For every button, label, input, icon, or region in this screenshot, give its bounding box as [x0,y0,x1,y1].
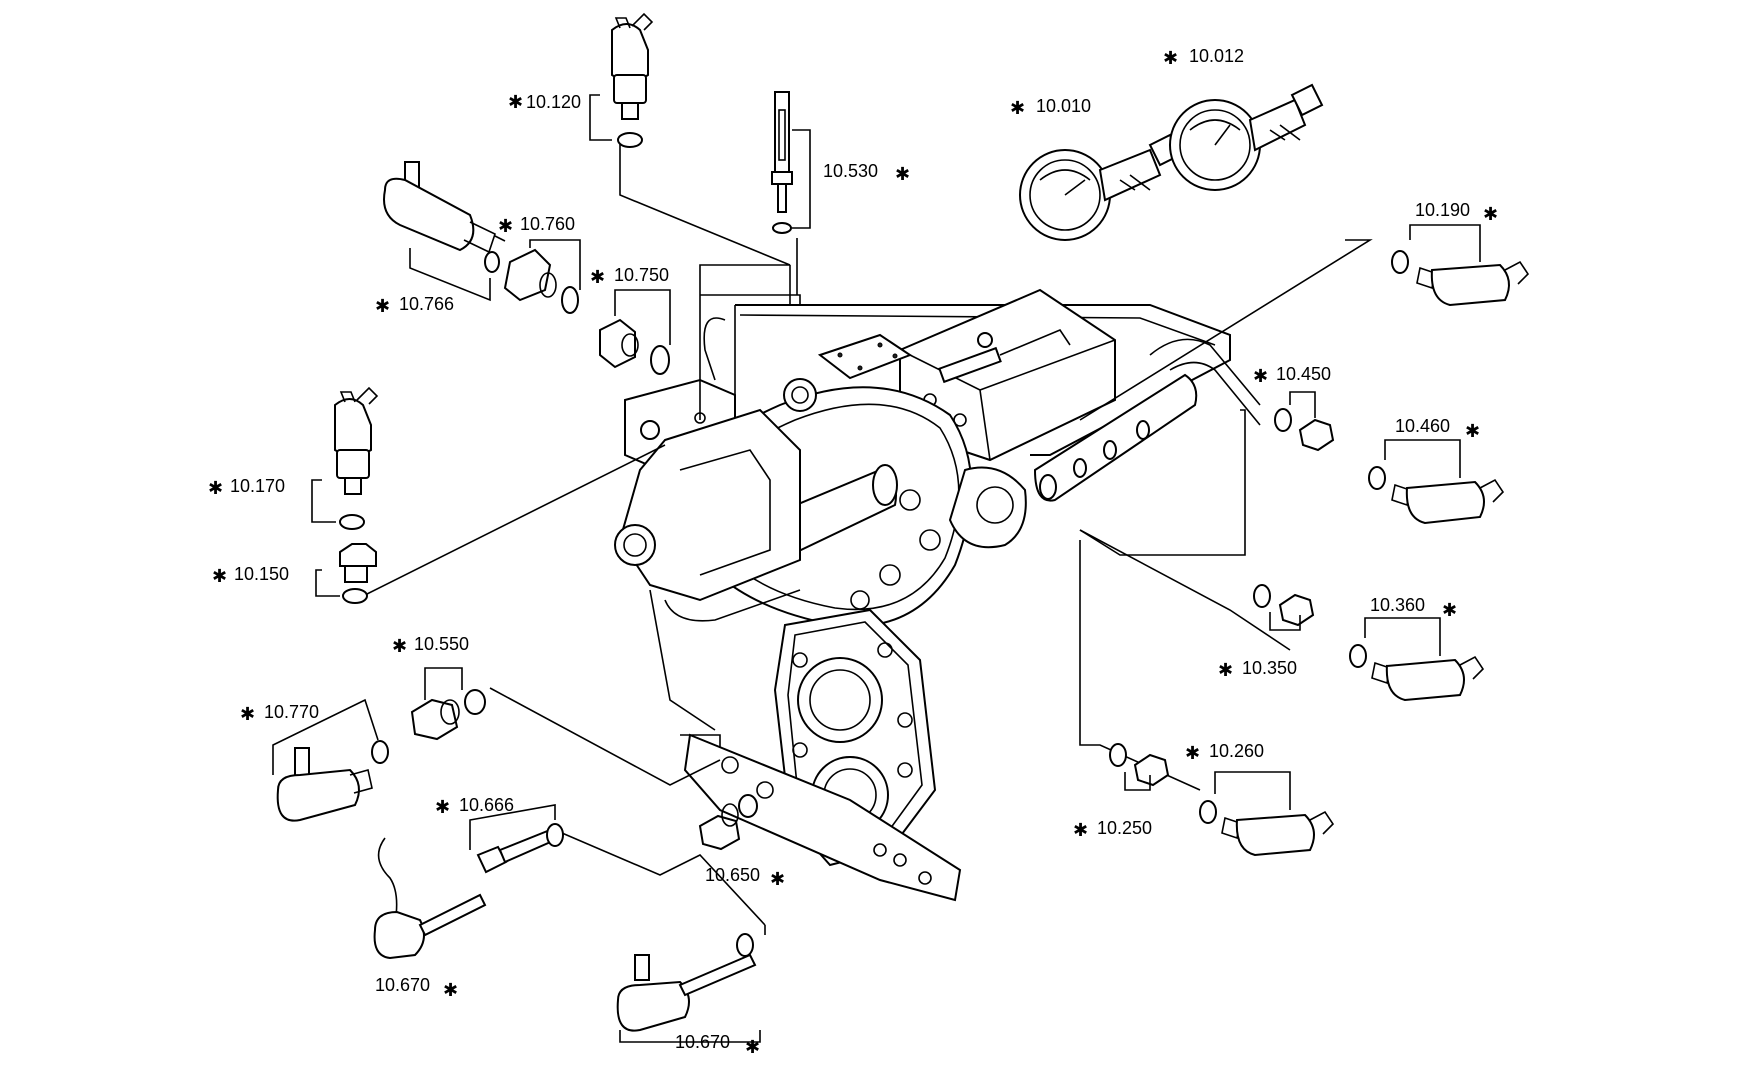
callout-10120: ✱ 10.120 [508,92,581,112]
asterisk-marker: ✱ [1218,660,1233,680]
callout-10350: ✱ 10.350 [1218,658,1297,680]
asterisk-marker: ✱ [1073,820,1088,840]
callout-number: 10.170 [230,476,285,496]
asterisk-marker: ✱ [375,296,390,316]
asterisk-marker: ✱ [1442,600,1457,620]
callout-10670-bottom: 10.670 ✱ [675,1032,760,1057]
callout-10666: ✱ 10.666 [435,795,514,817]
callout-number: 10.010 [1036,96,1091,116]
callout-10770: ✱ 10.770 [240,702,319,724]
callout-number: 10.550 [414,634,469,654]
callout-10450: ✱ 10.450 [1253,364,1331,386]
asterisk-marker: ✱ [1465,421,1480,441]
callout-number: 10.770 [264,702,319,722]
callout-number: 10.250 [1097,818,1152,838]
callout-number: 10.190 [1415,200,1470,220]
callout-labels: ✱ 10.120 10.530 ✱ ✱ 10.010 ✱ 10.012 10.1… [208,46,1498,1057]
part-10530-sensor [771,91,811,234]
part-10250-plug [1109,743,1170,791]
callout-number: 10.666 [459,795,514,815]
callout-number: 10.530 [823,161,878,181]
asterisk-marker: ✱ [240,704,255,724]
callout-10650: 10.650 ✱ [705,865,785,889]
callout-number: 10.450 [1276,364,1331,384]
asterisk-marker: ✱ [745,1037,760,1057]
callout-number: 10.260 [1209,741,1264,761]
callout-10460: 10.460 ✱ [1395,416,1480,441]
callout-10260: ✱ 10.260 [1185,741,1264,763]
callout-number: 10.120 [526,92,581,112]
callout-10190: 10.190 ✱ [1415,200,1498,224]
callout-number: 10.670 [375,975,430,995]
part-10350-plug [1253,584,1315,631]
part-10670-probe-bottom [616,925,766,1043]
callout-10550: ✱ 10.550 [392,634,469,656]
part-10770-valve [272,698,389,822]
part-10260-valve [1199,771,1335,857]
callout-10010: ✱ 10.010 [1010,96,1091,118]
asterisk-marker: ✱ [392,636,407,656]
asterisk-marker: ✱ [1253,366,1268,386]
callout-10150: ✱ 10.150 [212,564,289,586]
asterisk-marker: ✱ [770,869,785,889]
asterisk-marker: ✱ [508,92,523,112]
asterisk-marker: ✱ [590,267,605,287]
callout-number: 10.650 [705,865,760,885]
callout-10750: ✱ 10.750 [590,265,669,287]
part-10760-plug [503,239,581,314]
callout-number: 10.670 [675,1032,730,1052]
callout-number: 10.150 [234,564,289,584]
part-10010-gauge [1019,133,1182,241]
part-10766-valve [383,161,506,302]
callout-10760: ✱ 10.760 [498,214,575,236]
part-10190-valve [1391,224,1530,307]
callout-number: 10.460 [1395,416,1450,436]
part-10360-valve [1349,617,1485,702]
part-10650-plug [698,794,758,851]
part-10666-shaft [469,804,564,874]
callout-number: 10.360 [1370,595,1425,615]
asterisk-marker: ✱ [443,980,458,1000]
part-10120-valve [589,12,654,148]
callout-number: 10.350 [1242,658,1297,678]
part-10550-plug [410,667,486,741]
asterisk-marker: ✱ [895,164,910,184]
callout-number: 10.750 [614,265,669,285]
callout-number: 10.012 [1189,46,1244,66]
asterisk-marker: ✱ [1185,743,1200,763]
part-10460-valve [1368,439,1505,525]
callout-number: 10.766 [399,294,454,314]
callout-10530: 10.530 ✱ [823,161,910,184]
callout-10012: ✱ 10.012 [1163,46,1244,68]
callout-10250: ✱ 10.250 [1073,818,1152,840]
transmission-housing [614,288,1261,902]
part-10170-valve [311,386,379,530]
asterisk-marker: ✱ [1163,48,1178,68]
callout-10766: ✱ 10.766 [375,294,454,316]
asterisk-marker: ✱ [1010,98,1025,118]
asterisk-marker: ✱ [435,797,450,817]
part-10450-plug [1274,391,1335,452]
callout-number: 10.760 [520,214,575,234]
part-10012-gauge [1169,83,1324,191]
callout-10670-left: 10.670 ✱ [375,975,458,1000]
asterisk-marker: ✱ [498,216,513,236]
asterisk-marker: ✱ [212,566,227,586]
part-10670-probe-left [373,837,487,960]
callout-10360: 10.360 ✱ [1370,595,1457,620]
part-10750-plug [599,289,671,375]
asterisk-marker: ✱ [208,478,223,498]
callout-10170: ✱ 10.170 [208,476,285,498]
asterisk-marker: ✱ [1483,204,1498,224]
part-10150-plug [315,543,377,604]
